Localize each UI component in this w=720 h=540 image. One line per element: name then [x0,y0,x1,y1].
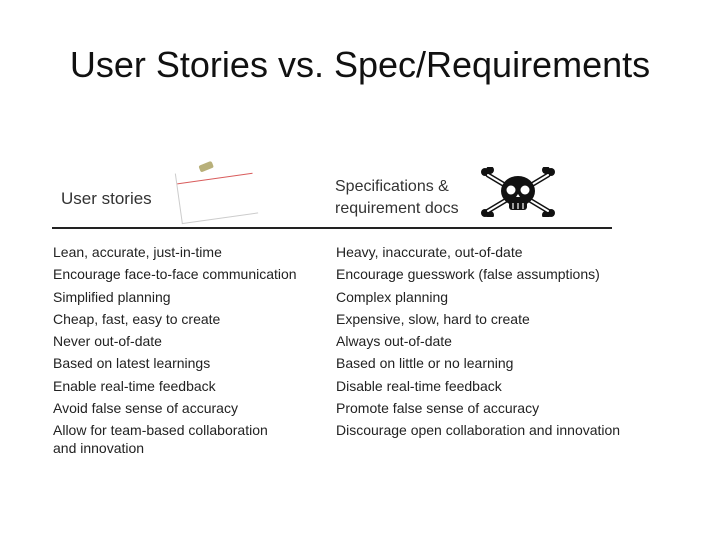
list-item: Based on latest learnings [53,355,211,372]
user-stories-header: User stories [61,189,152,208]
list-item: Always out-of-date [336,333,452,350]
header-divider [52,227,612,229]
user-stories-list: Lean, accurate, just-in-time Encourage f… [53,243,297,457]
specs-header-line2: requirement docs [335,200,459,217]
list-item: Never out-of-date [53,333,162,350]
list-item: Lean, accurate, just-in-time [53,244,222,260]
specs-header-line1: Specifications & [335,178,449,195]
list-item: Complex planning [336,288,449,305]
list-item: Based on little or no learning [336,355,514,372]
list-item: Avoid false sense of accuracy [53,400,238,417]
list-item: Discourage open collaboration and innova… [336,422,621,439]
list-item: Cheap, fast, easy to create [53,310,221,327]
list-item: Encourage guesswork (false assumptions) [336,266,600,283]
list-item: Disable real-time feedback [336,377,502,394]
list-item: Enable real-time feedback [53,377,216,394]
slide-title: User Stories vs. Spec/Requirements [69,44,651,85]
index-card-icon [174,160,259,225]
list-item: Promote false sense of accuracy [336,400,540,417]
list-item: Heavy, inaccurate, out-of-date [336,244,523,260]
list-item: Allow for team-based collaboration and i… [53,422,268,457]
specs-list: Heavy, inaccurate, out-of-date Encourage… [336,243,620,444]
list-item: Encourage face-to-face communication [53,266,297,283]
skull-crossbones-icon [481,167,555,217]
list-item: Expensive, slow, hard to create [336,310,530,327]
list-item: Simplified planning [53,288,171,305]
